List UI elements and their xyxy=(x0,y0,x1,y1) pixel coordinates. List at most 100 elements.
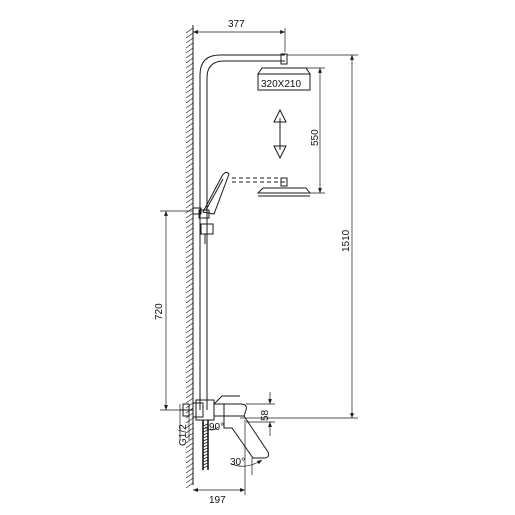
wall-hatch-line xyxy=(185,32,194,39)
wall-hatch-line xyxy=(185,107,194,114)
wall-hatch-line xyxy=(185,177,194,184)
wall-hatch-line xyxy=(185,167,194,174)
wall-hatch-line xyxy=(185,207,194,214)
wall-hatch-line xyxy=(185,337,194,344)
head-size-label: 320X210 xyxy=(261,79,301,90)
wall-hatch-line xyxy=(185,157,194,164)
wall-hatch-line xyxy=(185,97,194,104)
wall-hatch-line xyxy=(185,432,194,439)
mixer-valve xyxy=(180,395,247,421)
wall-hatch-line xyxy=(185,227,194,234)
wall-hatch-line xyxy=(185,202,194,209)
hose-coil-line xyxy=(202,447,209,451)
wall-hatch-line xyxy=(185,122,194,129)
wall-hatch-line xyxy=(185,102,194,109)
wall-hatch-line xyxy=(185,302,194,309)
hose-coil-line xyxy=(202,441,209,445)
flexible-hose xyxy=(202,420,209,470)
hose-coil-line xyxy=(202,423,209,427)
shower-head-top: 320X210 xyxy=(257,53,311,91)
wall-hatch-line xyxy=(185,362,194,369)
hose-coil-line xyxy=(202,426,209,430)
dimension-spout-angle: 30° xyxy=(230,457,263,475)
dimension-spout-height: 58 xyxy=(246,392,275,436)
height-adjust-arrow-icon xyxy=(273,108,287,160)
wall-hatch-line xyxy=(185,347,194,354)
dim-label-377: 377 xyxy=(228,19,245,30)
dimension-total-height: 1510 xyxy=(240,54,358,419)
wall-hatch-line xyxy=(185,287,194,294)
wall-hatch-line xyxy=(185,292,194,299)
wall-hatch-line xyxy=(185,137,194,144)
wall-hatch-line xyxy=(185,152,194,159)
wall-hatch-line xyxy=(185,482,194,489)
wall-hatch-line xyxy=(185,452,194,459)
wall-hatch-line xyxy=(185,297,194,304)
wall-hatch-line xyxy=(185,317,194,324)
hose-coil-line xyxy=(202,456,209,460)
wall-hatch-line xyxy=(185,92,194,99)
bath-spout xyxy=(223,415,269,459)
wall-hatch-line xyxy=(185,47,194,54)
wall-hatch-line xyxy=(185,62,194,69)
wall-hatch-line xyxy=(185,427,194,434)
wall-hatch-line xyxy=(185,462,194,469)
wall-hatch-line xyxy=(185,87,194,94)
wall-hatch-line xyxy=(185,212,194,219)
dim-label-197: 197 xyxy=(209,495,226,506)
hose-coil-line xyxy=(202,444,209,448)
hose-coil-line xyxy=(202,450,209,454)
wall-hatch-line xyxy=(185,172,194,179)
wall-hatch-line xyxy=(185,392,194,399)
dim-label-58: 58 xyxy=(260,409,271,421)
hand-shower xyxy=(198,171,230,244)
dimension-handshower-height: 720 xyxy=(154,210,193,411)
wall-hatch-line xyxy=(185,472,194,479)
wall-hatch-line xyxy=(185,352,194,359)
wall-hatch-line xyxy=(185,77,194,84)
wall-hatch-line xyxy=(185,467,194,474)
dim-label-90-deg: 90° xyxy=(209,422,224,433)
wall-hatch-line xyxy=(185,272,194,279)
hose-coil-line xyxy=(202,435,209,439)
wall-hatch-line xyxy=(185,477,194,484)
wall-hatch-line xyxy=(185,67,194,74)
wall-hatch-line xyxy=(185,377,194,384)
wall-hatch-line xyxy=(185,332,194,339)
hose-coil-line xyxy=(202,465,209,469)
wall-hatch-line xyxy=(185,457,194,464)
wall-hatch-line xyxy=(185,277,194,284)
wall-hatch-line xyxy=(185,242,194,249)
hose-coil-line xyxy=(202,453,209,457)
wall-hatch-line xyxy=(185,307,194,314)
wall-hatch-line xyxy=(185,37,194,44)
wall-hatch-line xyxy=(185,197,194,204)
wall-hatch-line xyxy=(185,357,194,364)
wall xyxy=(185,25,194,489)
wall-hatch-line xyxy=(185,117,194,124)
hose-coil-line xyxy=(202,432,209,436)
wall-hatch-line xyxy=(185,192,194,199)
wall-hatch-line xyxy=(185,252,194,259)
wall-hatch-line xyxy=(185,127,194,134)
wall-hatch-line xyxy=(185,257,194,264)
wall-hatch-line xyxy=(185,417,194,424)
wall-hatch-line xyxy=(185,387,194,394)
wall-hatch-line xyxy=(185,267,194,274)
wall-hatch-line xyxy=(185,42,194,49)
wall-hatch-line xyxy=(185,72,194,79)
wall-hatch-line xyxy=(185,422,194,429)
wall-hatch-line xyxy=(185,327,194,334)
wall-hatch-line xyxy=(185,27,194,34)
dimension-height-adjust: 550 xyxy=(300,67,325,194)
wall-hatch-line xyxy=(185,82,194,89)
wall-hatch-line xyxy=(185,182,194,189)
dim-label-1510: 1510 xyxy=(341,229,352,252)
wall-hatch-line xyxy=(185,147,194,154)
wall-hatch-line xyxy=(185,187,194,194)
hose-coil-line xyxy=(202,459,209,463)
dimension-top-width: 377 xyxy=(193,19,286,52)
wall-hatch-line xyxy=(185,397,194,404)
wall-hatch-line xyxy=(185,142,194,149)
